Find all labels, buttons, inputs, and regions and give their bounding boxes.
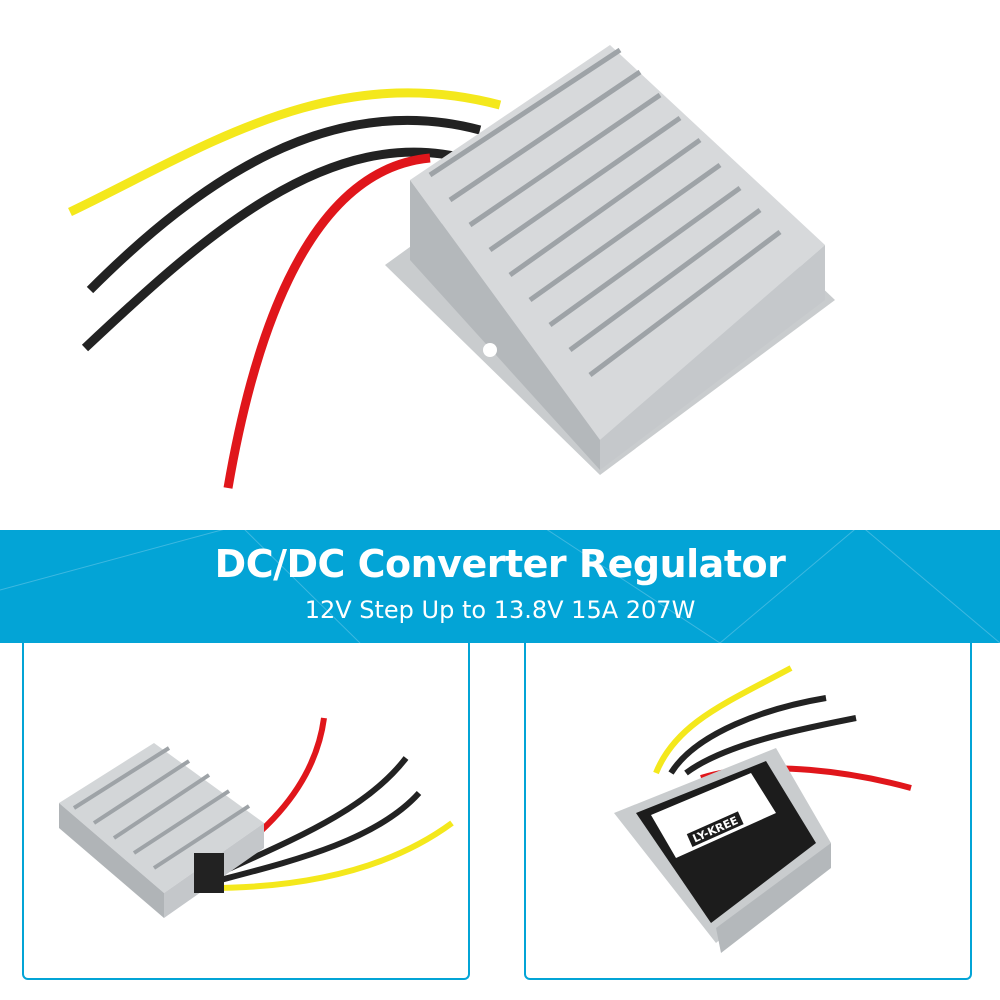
banner-subtitle: 12V Step Up to 13.8V 15A 207W (304, 596, 696, 624)
banner-title: DC/DC Converter Regulator (214, 542, 786, 586)
label-view-image: LY-KREE (614, 665, 912, 953)
side-view-image (59, 717, 454, 918)
product-hero-image (68, 45, 835, 489)
title-banner: DC/DC Converter Regulator 12V Step Up to… (0, 530, 1000, 643)
triangle-pattern (0, 530, 1000, 643)
label-view-panel: LY-KREE (524, 643, 972, 980)
side-view-panel (22, 643, 470, 980)
